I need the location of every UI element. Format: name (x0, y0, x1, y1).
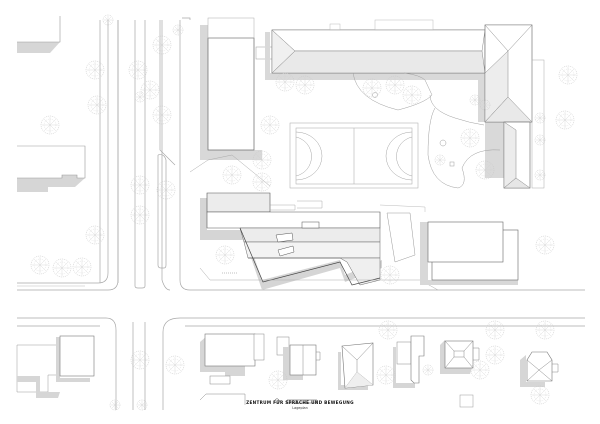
gym-building (189, 17, 275, 187)
scale-bar-icon (286, 399, 318, 404)
avenue-trees (30, 14, 185, 411)
east-building (420, 65, 578, 285)
courtyard-garden (352, 72, 501, 189)
courtyard-trees (222, 72, 495, 192)
streets (17, 17, 585, 410)
existing-school (265, 19, 545, 189)
left-buildings (17, 16, 86, 287)
residential-houses (16, 320, 559, 408)
sports-field (289, 122, 419, 189)
new-building (199, 192, 439, 291)
north-arrow-icon (274, 398, 281, 404)
drawing-title: ZENTRUM FÜR SPRACHE UND BEWEGUNG (246, 400, 354, 405)
drawing-subtitle: Lageplan (292, 406, 308, 410)
title-block: ZENTRUM FÜR SPRACHE UND BEWEGUNG Lagepla… (0, 400, 600, 411)
